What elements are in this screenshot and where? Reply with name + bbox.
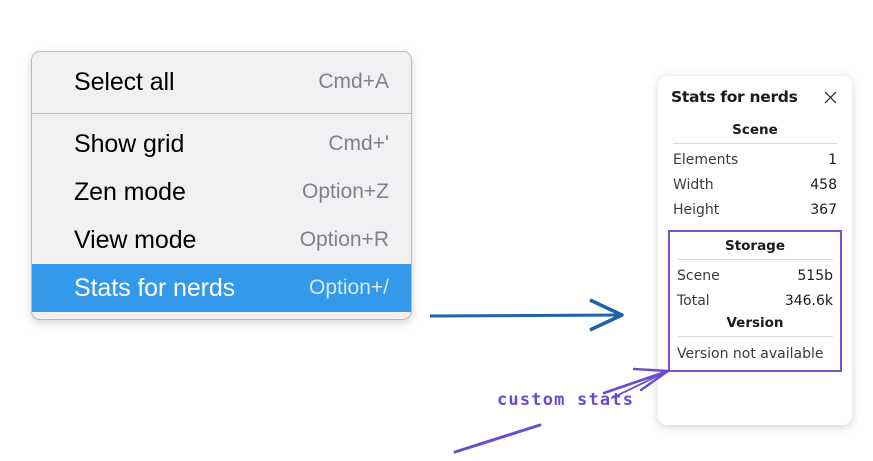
menu-section-2: Show grid Cmd+' Zen mode Option+Z View m… — [32, 113, 411, 319]
menu-item-label: Stats for nerds — [74, 273, 236, 302]
version-text: Version not available — [677, 346, 824, 363]
menu-item-shortcut: Cmd+A — [318, 70, 389, 93]
menu-item-show-grid[interactable]: Show grid Cmd+' — [32, 120, 411, 168]
storage-heading: Storage — [724, 237, 786, 254]
menu-item-label: Show grid — [74, 129, 185, 158]
stat-label: Width — [673, 176, 714, 193]
menu-item-label: Select all — [74, 67, 175, 96]
arrow-menu-to-panel — [429, 298, 624, 332]
menu-item-shortcut: Option+/ — [309, 276, 389, 299]
storage-section: Storage Scene 515b Total 346.6k — [675, 236, 835, 314]
stat-label: Height — [673, 201, 720, 218]
close-icon[interactable] — [822, 89, 839, 106]
menu-item-label: View mode — [74, 225, 197, 254]
panel-title: Stats for nerds — [671, 88, 798, 106]
menu-item-stats-for-nerds[interactable]: Stats for nerds Option+/ — [32, 264, 411, 312]
menu-section-1: Select all Cmd+A — [32, 52, 411, 113]
panel-header: Stats for nerds — [671, 88, 839, 106]
stat-value: 1 — [828, 152, 837, 168]
stat-label: Scene — [677, 267, 720, 284]
stat-label: Total — [677, 292, 710, 309]
menu-item-zen-mode[interactable]: Zen mode Option+Z — [32, 168, 411, 216]
context-menu[interactable]: Select all Cmd+A Show grid Cmd+' Zen mod… — [31, 51, 412, 320]
menu-item-shortcut: Cmd+' — [328, 132, 389, 155]
stat-value: 515b — [797, 267, 833, 284]
stat-row-storage-total: Total 346.6k — [675, 289, 835, 314]
custom-stats-highlight-box: Storage Scene 515b Total 346.6k Version … — [668, 229, 842, 373]
menu-item-label: Zen mode — [74, 177, 186, 206]
stat-row-height: Height 367 — [671, 198, 839, 223]
menu-item-view-mode[interactable]: View mode Option+R — [32, 216, 411, 264]
stat-value: 367 — [810, 201, 837, 218]
divider — [673, 143, 837, 144]
custom-stats-annotation-label: custom stats — [497, 390, 635, 410]
scene-heading: Scene — [732, 122, 778, 138]
stat-value: 458 — [810, 176, 837, 193]
menu-item-shortcut: Option+Z — [302, 180, 389, 203]
stat-value: 346.6k — [784, 292, 833, 309]
stat-row-elements: Elements 1 — [671, 148, 839, 173]
version-heading: Version — [726, 315, 784, 332]
version-section: Version Version not available — [675, 313, 835, 364]
menu-item-select-all[interactable]: Select all Cmd+A — [32, 58, 411, 106]
menu-item-shortcut: Option+R — [299, 228, 389, 251]
stat-label: Elements — [673, 152, 739, 168]
annotation-underline-stroke — [453, 423, 542, 454]
scene-section: Scene Elements 1 Width 458 Height 367 — [671, 120, 839, 223]
stat-row-width: Width 458 — [671, 173, 839, 198]
divider — [677, 258, 833, 260]
divider — [677, 336, 833, 338]
stat-row-storage-scene: Scene 515b — [675, 264, 835, 289]
stats-for-nerds-panel: Stats for nerds Scene Elements 1 Width 4… — [658, 76, 852, 425]
